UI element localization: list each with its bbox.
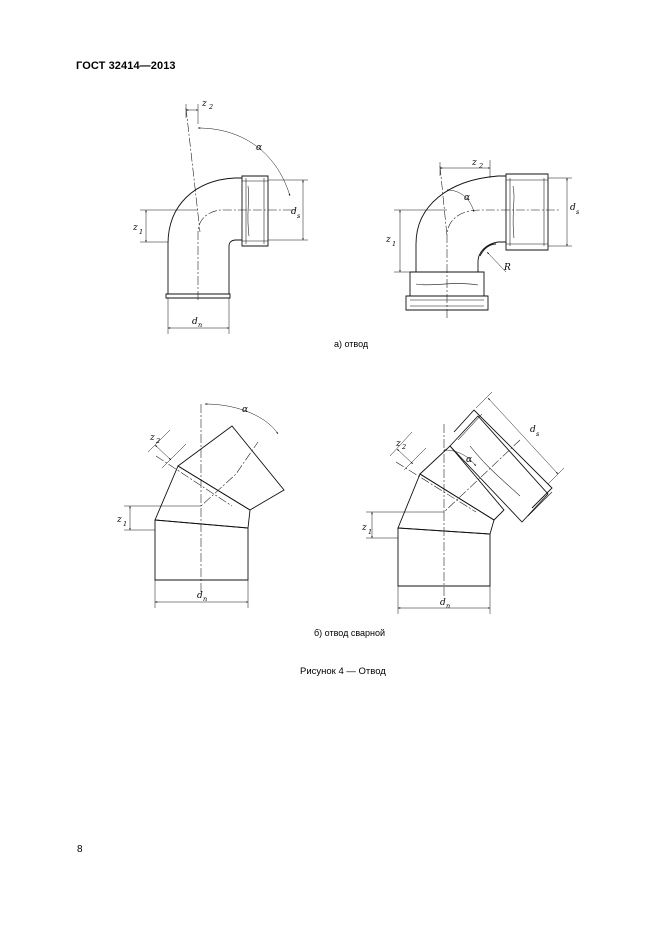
label-ds-b2: d: [530, 425, 536, 435]
label-dn-a1-sub: n: [198, 321, 202, 329]
figure-caption: Рисунок 4 — Отвод: [300, 666, 386, 677]
label-z2-a1: z: [201, 99, 207, 109]
label-dn-a1: d: [192, 317, 198, 327]
label-ds-a1: d: [291, 207, 297, 217]
label-dn-b1: d: [197, 591, 203, 601]
label-z1-a2-sub: 1: [392, 240, 396, 248]
label-ds-a1-sub: s: [297, 212, 301, 220]
label-alpha-a2: α: [464, 193, 470, 203]
label-dn-b1-sub: n: [203, 595, 207, 603]
label-z2-b2: z: [395, 439, 401, 449]
page-number: 8: [77, 844, 83, 855]
label-dn-b2: d: [440, 598, 446, 608]
label-z1-b1-sub: 1: [123, 520, 127, 528]
welded-elbow-socket-drawing: [366, 391, 565, 614]
label-z2-a2: z: [471, 158, 477, 168]
label-z1-b2: z: [361, 523, 367, 533]
caption-b: б) отвод сварной: [314, 628, 386, 638]
label-ds-a2: d: [570, 203, 576, 213]
label-ds-a2-sub: s: [576, 208, 580, 216]
label-ds-b2-sub: s: [536, 430, 540, 438]
label-dn-b2-sub: n: [446, 602, 450, 610]
elbow-socket-left-drawing: [140, 104, 308, 334]
label-z1-a2: z: [385, 235, 391, 245]
label-z1-a1: z: [132, 223, 138, 233]
label-R-a2: R: [503, 263, 511, 273]
label-alpha-b1: α: [242, 405, 248, 415]
label-z2-a1-sub: 2: [208, 103, 213, 111]
elbow-double-socket-drawing: [394, 160, 572, 318]
label-z2-b1-sub: 2: [155, 437, 160, 445]
label-z1-a1-sub: 1: [139, 228, 143, 236]
label-alpha-a1: α: [256, 143, 262, 153]
label-z2-a2-sub: 2: [478, 162, 483, 170]
caption-a: а) отвод: [334, 339, 369, 349]
welded-elbow-left-drawing: [124, 403, 285, 608]
label-z1-b2-sub: 1: [368, 528, 372, 536]
label-alpha-b2: α: [466, 455, 472, 465]
label-z2-b1: z: [149, 433, 155, 443]
document-header: ГОСТ 32414—2013: [76, 60, 176, 72]
label-z2-b2-sub: 2: [401, 443, 406, 451]
label-z1-b1: z: [116, 515, 122, 525]
